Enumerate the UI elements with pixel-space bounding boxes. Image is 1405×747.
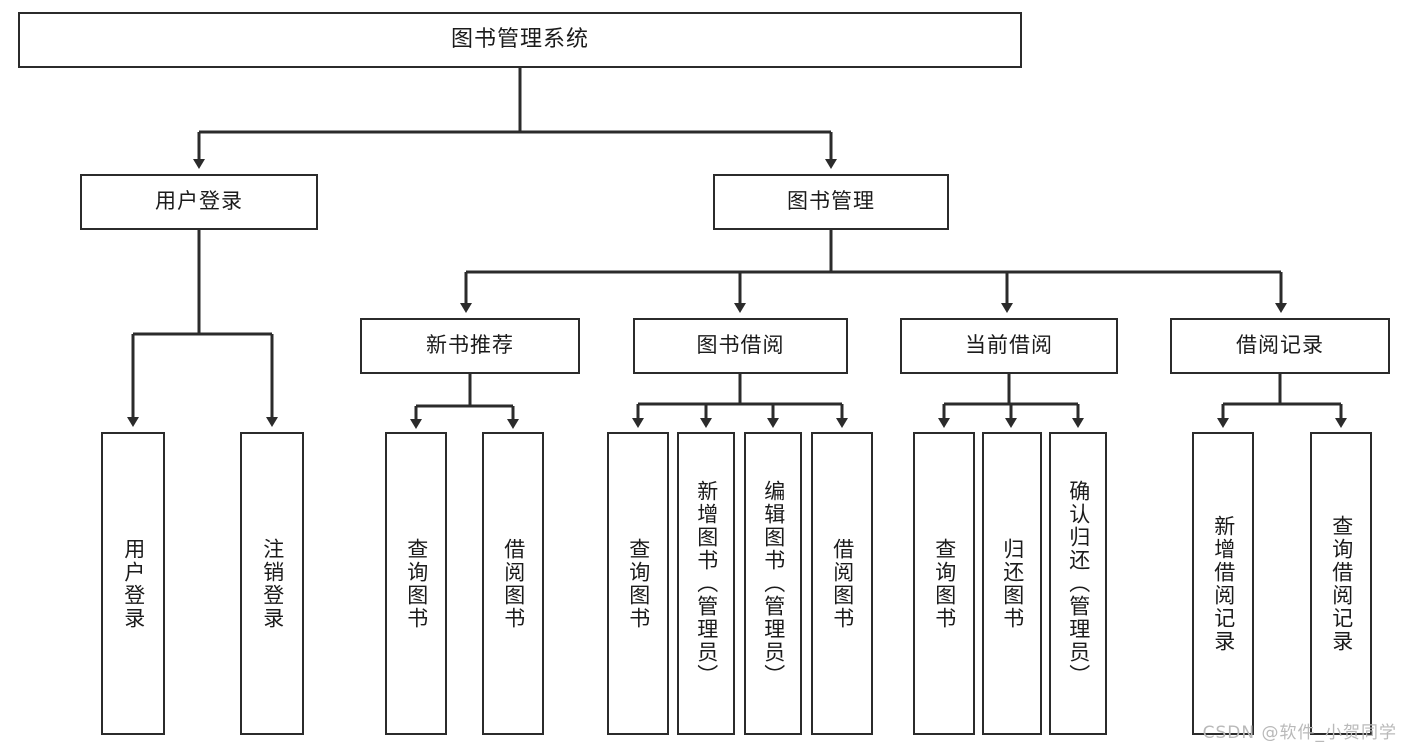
node-borrow-record-label: 借阅记录: [1236, 333, 1324, 358]
leaf-borrow-book[interactable]: 借阅图书: [811, 432, 873, 735]
node-new-book-recommend-label: 新书推荐: [426, 333, 514, 358]
leaf-query-book-new[interactable]: 查询图书: [385, 432, 447, 735]
node-borrow-record[interactable]: 借阅记录: [1170, 318, 1390, 374]
leaf-query-book-new-label: 查询图书: [404, 537, 429, 630]
leaf-query-borrow-record[interactable]: 查询借阅记录: [1310, 432, 1372, 735]
leaf-add-borrow-record[interactable]: 新增借阅记录: [1192, 432, 1254, 735]
node-book-manage[interactable]: 图书管理: [713, 174, 949, 230]
leaf-edit-book-admin-label: 编辑图书（管理员）: [761, 480, 786, 687]
leaf-return-book[interactable]: 归还图书: [982, 432, 1042, 735]
leaf-query-book-borrow-label: 查询图书: [626, 537, 651, 630]
leaf-borrow-book-new-label: 借阅图书: [501, 537, 526, 630]
leaf-add-borrow-record-label: 新增借阅记录: [1211, 514, 1236, 653]
node-current-borrow-label: 当前借阅: [965, 333, 1053, 358]
leaf-add-book-admin-label: 新增图书（管理员）: [694, 480, 719, 687]
leaf-query-book-borrow[interactable]: 查询图书: [607, 432, 669, 735]
leaf-user-login-label: 用户登录: [121, 537, 146, 630]
leaf-borrow-book-label: 借阅图书: [830, 537, 855, 630]
node-user-login-label: 用户登录: [155, 189, 243, 214]
node-user-login[interactable]: 用户登录: [80, 174, 318, 230]
node-new-book-recommend[interactable]: 新书推荐: [360, 318, 580, 374]
leaf-add-book-admin[interactable]: 新增图书（管理员）: [677, 432, 735, 735]
node-book-borrow-label: 图书借阅: [696, 333, 785, 358]
leaf-user-login[interactable]: 用户登录: [101, 432, 165, 735]
leaf-confirm-return-admin-label: 确认归还（管理员）: [1066, 480, 1091, 687]
leaf-user-logout-label: 注销登录: [260, 537, 285, 630]
leaf-query-book-current[interactable]: 查询图书: [913, 432, 975, 735]
leaf-query-borrow-record-label: 查询借阅记录: [1329, 514, 1354, 653]
leaf-edit-book-admin[interactable]: 编辑图书（管理员）: [744, 432, 802, 735]
leaf-query-book-current-label: 查询图书: [932, 537, 957, 630]
watermark: CSDN @软件_小贺同学: [1202, 723, 1397, 743]
node-root-label: 图书管理系统: [450, 26, 589, 52]
node-current-borrow[interactable]: 当前借阅: [900, 318, 1118, 374]
leaf-return-book-label: 归还图书: [1000, 537, 1025, 630]
leaf-user-logout[interactable]: 注销登录: [240, 432, 304, 735]
node-book-manage-label: 图书管理: [787, 189, 875, 214]
leaf-confirm-return-admin[interactable]: 确认归还（管理员）: [1049, 432, 1107, 735]
node-root[interactable]: 图书管理系统: [18, 12, 1022, 68]
node-book-borrow[interactable]: 图书借阅: [633, 318, 848, 374]
leaf-borrow-book-new[interactable]: 借阅图书: [482, 432, 544, 735]
